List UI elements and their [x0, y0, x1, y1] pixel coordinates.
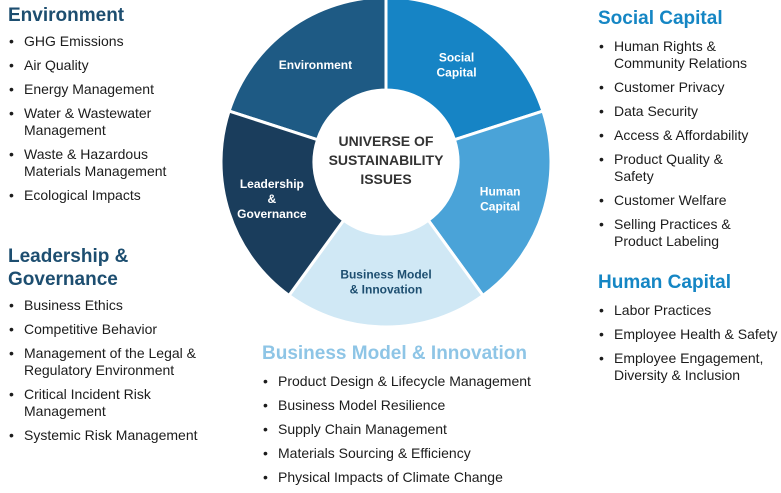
- human-capital-list: Labor PracticesEmployee Health & SafetyE…: [598, 302, 781, 384]
- social-capital-list: Human Rights & Community RelationsCustom…: [598, 38, 781, 250]
- list-item: Human Rights & Community Relations: [598, 38, 764, 72]
- environment-list: GHG EmissionsAir QualityEnergy Managemen…: [8, 33, 223, 204]
- environment-title: Environment: [8, 5, 125, 26]
- list-item: Customer Welfare: [598, 192, 764, 209]
- list-item: Customer Privacy: [598, 79, 764, 96]
- human-capital-panel: Human Capital Labor PracticesEmployee He…: [598, 272, 781, 391]
- social-capital-panel: Social Capital Human Rights & Community …: [598, 8, 781, 257]
- list-item: Energy Management: [8, 81, 204, 98]
- list-item: Supply Chain Management: [262, 421, 562, 438]
- list-item: Employee Health & Safety: [598, 326, 779, 343]
- list-item: Critical Incident Risk Management: [8, 386, 223, 420]
- list-item: Selling Practices & Product Labeling: [598, 216, 764, 250]
- leadership-list: Business EthicsCompetitive BehaviorManag…: [8, 297, 223, 444]
- list-item: Data Security: [598, 103, 764, 120]
- wheel-label-environment: Environment: [279, 58, 352, 72]
- list-item: Employee Engagement, Diversity & Inclusi…: [598, 350, 779, 384]
- list-item: Management of the Legal & Regulatory Env…: [8, 345, 223, 379]
- list-item: Physical Impacts of Climate Change: [262, 469, 562, 486]
- human-capital-title: Human Capital: [598, 272, 732, 293]
- leadership-title: Leadership & Governance: [8, 246, 129, 290]
- list-item: Air Quality: [8, 57, 204, 74]
- list-item: Product Quality & Safety: [598, 151, 764, 185]
- leadership-panel: Leadership & Governance Business EthicsC…: [8, 245, 223, 451]
- business-model-panel: Business Model & Innovation Product Desi…: [262, 343, 562, 493]
- list-item: Business Model Resilience: [262, 397, 562, 414]
- list-item: Ecological Impacts: [8, 187, 204, 204]
- environment-panel: Environment GHG EmissionsAir QualityEner…: [8, 5, 223, 211]
- list-item: Waste & Hazardous Materials Management: [8, 146, 204, 180]
- wheel-center: [314, 90, 458, 234]
- list-item: GHG Emissions: [8, 33, 204, 50]
- list-item: Materials Sourcing & Efficiency: [262, 445, 562, 462]
- wheel-label-leadership: Leadership&Governance: [237, 177, 307, 221]
- social-capital-title: Social Capital: [598, 8, 723, 29]
- list-item: Business Ethics: [8, 297, 223, 314]
- business-model-list: Product Design & Lifecycle ManagementBus…: [262, 373, 562, 486]
- list-item: Systemic Risk Management: [8, 427, 223, 444]
- list-item: Product Design & Lifecycle Management: [262, 373, 562, 390]
- list-item: Water & Wastewater Management: [8, 105, 204, 139]
- list-item: Competitive Behavior: [8, 321, 223, 338]
- wheel-label-bmi: Business Model& Innovation: [340, 268, 431, 297]
- list-item: Access & Affordability: [598, 127, 764, 144]
- list-item: Labor Practices: [598, 302, 779, 319]
- business-model-title: Business Model & Innovation: [262, 343, 527, 364]
